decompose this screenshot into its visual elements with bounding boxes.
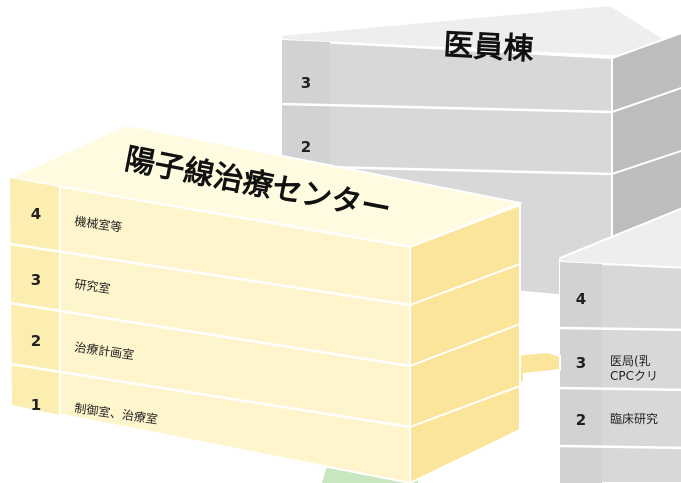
staff-building-title: 医員棟 (443, 28, 536, 68)
proton-center-building: 陽子線治療センター 4 機械室等 3 研究室 2 治療計画室 1 制御室、治療室 (6, 123, 524, 483)
staff-floor-2-number: 2 (301, 138, 311, 156)
right-floor-3-label-line2: CPCクリ (610, 369, 658, 383)
proton-floor-1-number: 1 (31, 396, 41, 414)
right-number-column (560, 262, 602, 483)
proton-number-column (10, 178, 60, 415)
proton-floor-3-number: 3 (31, 271, 41, 289)
right-floor-4-number: 4 (576, 290, 586, 308)
right-floor-2-number: 2 (576, 411, 586, 429)
right-floor-3-label-line1: 医局(乳 (610, 354, 651, 368)
proton-center-front (8, 176, 411, 483)
right-building: 4 3 医局(乳 CPCクリ 2 臨床研究 (559, 207, 681, 483)
proton-floor-3-label: 研究室 (74, 276, 112, 296)
staff-floor-3-number: 3 (301, 74, 311, 92)
proton-floor-4-label: 機械室等 (74, 213, 124, 235)
proton-floor-4-number: 4 (31, 205, 41, 223)
proton-floor-2-number: 2 (31, 332, 41, 350)
right-floor-3-number: 3 (576, 354, 586, 372)
right-floor-2-label: 臨床研究 (610, 411, 658, 426)
